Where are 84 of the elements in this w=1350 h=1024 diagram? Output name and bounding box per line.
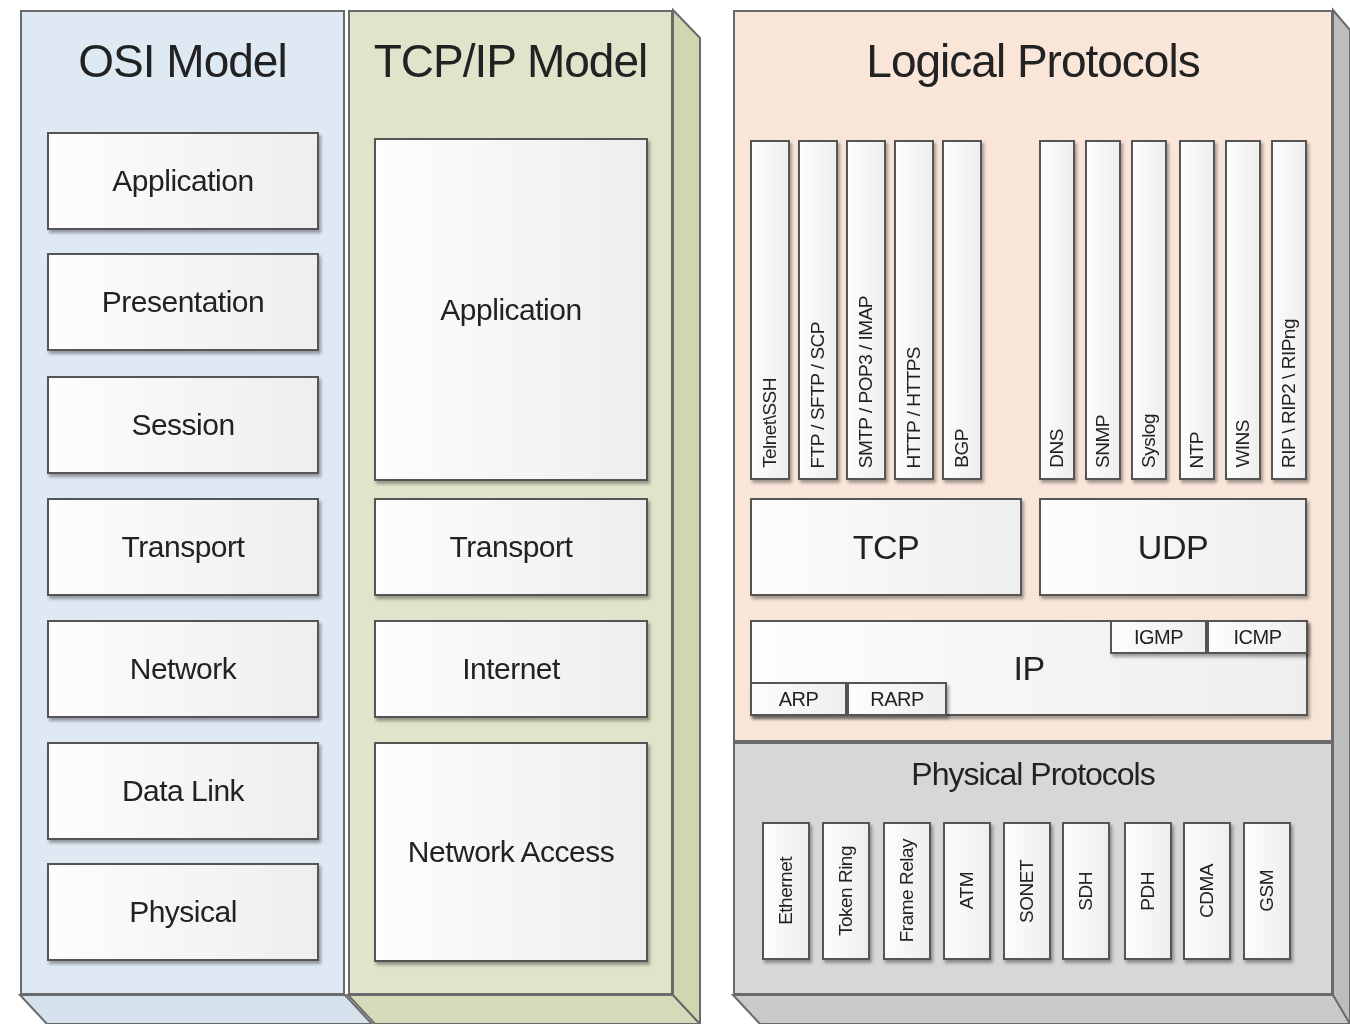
protocol-label: WINS xyxy=(1232,420,1254,468)
panel-title: Logical Protocols xyxy=(865,34,1201,88)
protocol-label: Ethernet xyxy=(775,857,797,925)
model-panel xyxy=(733,10,1333,742)
layer-box xyxy=(47,376,319,474)
protocol-box xyxy=(1039,140,1075,480)
protocol-label: SDH xyxy=(1075,871,1097,911)
protocol-label: PDH xyxy=(1137,871,1159,911)
protocol-label: FTP / SFTP / SCP xyxy=(807,321,829,468)
layer-box xyxy=(750,620,1308,716)
layer-label: ARP xyxy=(778,687,819,711)
layer-label: IP xyxy=(1013,648,1045,688)
layer-label: Network Access xyxy=(407,835,615,869)
protocol-label: Telnet\SSH xyxy=(759,377,781,468)
protocol-box xyxy=(1085,140,1121,480)
layer-box xyxy=(1207,620,1308,654)
layer-box xyxy=(374,138,648,481)
protocol-box xyxy=(798,140,838,480)
protocol-box xyxy=(1062,822,1110,960)
protocol-box xyxy=(1131,140,1167,480)
protocol-label: NTP xyxy=(1186,431,1208,468)
protocol-label: DNS xyxy=(1046,429,1068,468)
protocol-label: ATM xyxy=(956,872,978,910)
panel-title: TCP/IP Model xyxy=(372,34,649,88)
layer-box xyxy=(374,620,648,718)
protocol-label: Token Ring xyxy=(835,845,857,937)
layer-label: Network xyxy=(129,652,237,686)
layer-box xyxy=(47,253,319,351)
model-panel xyxy=(20,10,345,995)
layer-box xyxy=(847,682,947,716)
protocol-box xyxy=(1183,822,1231,960)
protocol-label: Frame Relay xyxy=(896,839,918,943)
layer-label: Presentation xyxy=(101,285,265,319)
layer-box xyxy=(47,742,319,840)
protocol-box xyxy=(1179,140,1215,480)
protocol-box xyxy=(883,822,931,960)
protocol-label: HTTP / HTTPS xyxy=(903,346,925,468)
layer-label: Application xyxy=(440,292,582,327)
protocol-label: CDMA xyxy=(1196,864,1218,918)
layer-label: IGMP xyxy=(1133,625,1184,649)
protocol-box xyxy=(822,822,870,960)
protocol-box xyxy=(1243,822,1291,960)
layer-box xyxy=(1039,498,1307,596)
layer-box xyxy=(47,620,319,718)
protocol-box xyxy=(846,140,886,480)
protocol-box xyxy=(894,140,934,480)
protocol-label: SNMP xyxy=(1092,415,1114,468)
layer-label: Application xyxy=(112,164,254,198)
protocol-label: Syslog xyxy=(1138,413,1160,468)
layer-box xyxy=(47,498,319,596)
protocol-box xyxy=(943,822,991,960)
protocol-label: BGP xyxy=(951,429,973,468)
layer-label: Transport xyxy=(121,530,245,564)
protocol-box xyxy=(1225,140,1261,480)
protocol-label: SMTP / POP3 / IMAP xyxy=(855,295,877,468)
model-panel xyxy=(348,10,673,995)
layer-box xyxy=(374,498,648,596)
layer-label: Data Link xyxy=(121,774,245,808)
protocol-box xyxy=(1124,822,1172,960)
protocol-label: RIP \ RIP2 \ RIPng xyxy=(1278,318,1300,468)
protocol-label: GSM xyxy=(1256,870,1278,912)
layer-box xyxy=(374,742,648,962)
panel-title: Physical Protocols xyxy=(910,756,1156,793)
protocol-label: SONET xyxy=(1016,859,1038,923)
protocol-box xyxy=(762,822,810,960)
layer-label: ICMP xyxy=(1233,625,1282,649)
layer-label: Session xyxy=(131,408,235,442)
layer-box xyxy=(47,132,319,230)
layer-box xyxy=(47,863,319,961)
layer-label: TCP xyxy=(852,527,920,567)
protocol-box xyxy=(942,140,982,480)
layer-label: Transport xyxy=(449,530,573,564)
layer-label: UDP xyxy=(1137,527,1209,567)
model-panel xyxy=(733,742,1333,995)
protocol-box xyxy=(1003,822,1051,960)
protocol-box xyxy=(1271,140,1307,480)
layer-label: Physical xyxy=(129,895,237,929)
layer-label: Internet xyxy=(462,652,560,686)
protocol-box xyxy=(750,140,790,480)
panel-title: OSI Model xyxy=(77,34,288,88)
layer-box xyxy=(750,682,847,716)
layer-box xyxy=(750,498,1022,596)
layer-label: RARP xyxy=(870,687,924,711)
layer-box xyxy=(1110,620,1207,654)
